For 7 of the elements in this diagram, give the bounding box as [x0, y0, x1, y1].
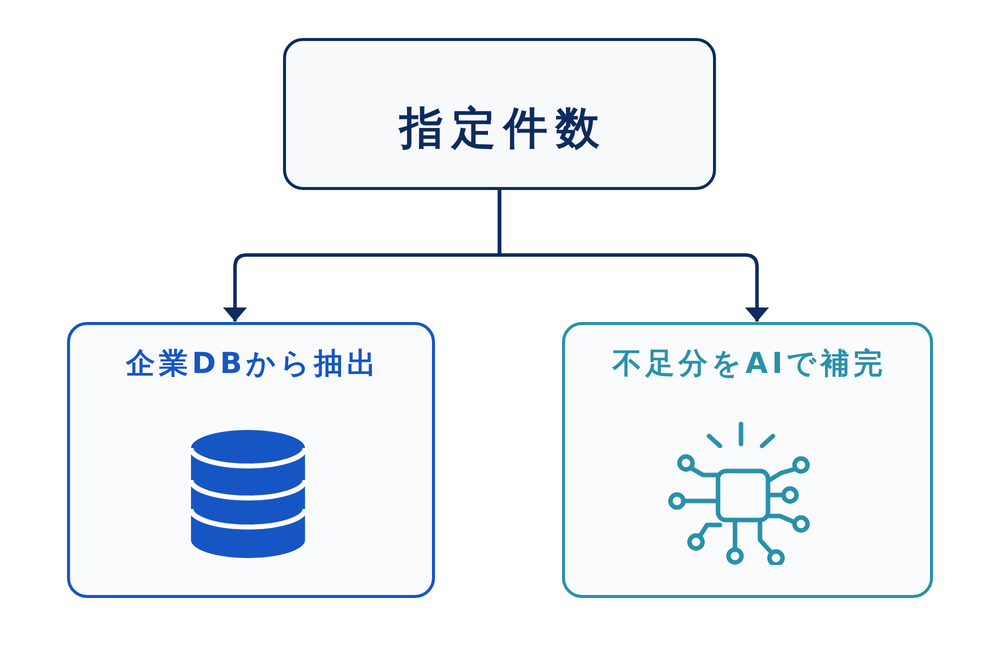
process-box — [67, 322, 435, 598]
process-box — [283, 38, 716, 190]
arrow — [498, 190, 769, 322]
box-title: 不足分をAIで補完 — [611, 348, 887, 380]
box-title: 企業DBから抽出 — [124, 348, 380, 380]
process-box — [562, 322, 933, 598]
box-title: 指定件数 — [397, 105, 608, 154]
